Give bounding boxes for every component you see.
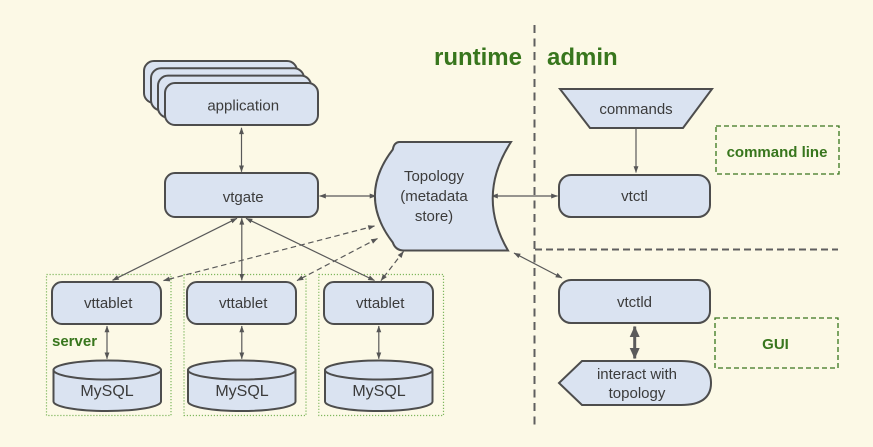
svg-text:admin: admin <box>547 44 618 71</box>
svg-text:server: server <box>52 333 97 350</box>
svg-text:vttablet: vttablet <box>84 295 133 312</box>
svg-text:MySQL: MySQL <box>215 383 268 400</box>
svg-text:interact with: interact with <box>597 366 677 383</box>
svg-text:vttablet: vttablet <box>356 295 405 312</box>
svg-text:MySQL: MySQL <box>352 383 405 400</box>
svg-text:vtctld: vtctld <box>617 294 652 311</box>
svg-text:command line: command line <box>727 144 828 161</box>
svg-text:runtime: runtime <box>434 44 522 71</box>
svg-text:topology: topology <box>609 385 666 402</box>
svg-text:Topology: Topology <box>404 168 465 185</box>
svg-text:store): store) <box>415 208 453 225</box>
svg-text:MySQL: MySQL <box>80 383 133 400</box>
svg-text:(metadata: (metadata <box>400 188 468 205</box>
svg-text:commands: commands <box>599 101 672 118</box>
svg-text:vtctl: vtctl <box>621 188 648 205</box>
svg-text:GUI: GUI <box>762 336 789 353</box>
svg-text:vttablet: vttablet <box>219 295 268 312</box>
svg-text:vtgate: vtgate <box>223 189 264 206</box>
svg-text:application: application <box>207 98 279 115</box>
